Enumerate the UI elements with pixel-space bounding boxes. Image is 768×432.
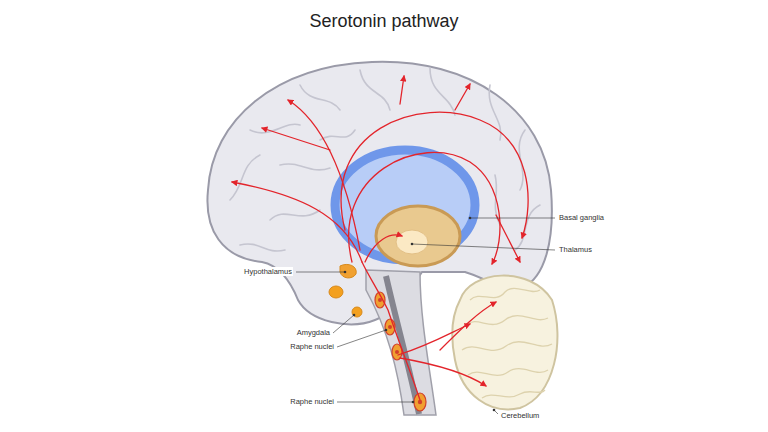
brainstem xyxy=(366,270,436,415)
part-label: Hypothalamus xyxy=(243,267,293,276)
hypothalamus xyxy=(340,264,356,278)
leader-lines xyxy=(296,218,555,414)
part-label: Basal ganglia xyxy=(558,213,605,222)
title: Serotonin pathway xyxy=(0,10,768,32)
cerebellum xyxy=(452,276,557,410)
thalamus xyxy=(396,230,428,254)
part-label: Raphe nuclei xyxy=(289,397,335,406)
pituitary xyxy=(329,286,343,298)
serotonin-projections xyxy=(232,76,528,400)
spinal-core xyxy=(386,276,419,414)
part-label: Cerebellum xyxy=(500,411,540,420)
part-label: Raphe nuclei xyxy=(289,342,335,351)
part-label: Thalamus xyxy=(558,245,593,254)
part-label: Amygdala xyxy=(296,328,331,337)
amygdala xyxy=(352,307,362,317)
leader-dots xyxy=(344,217,496,412)
cerebellum-folia xyxy=(462,288,552,398)
